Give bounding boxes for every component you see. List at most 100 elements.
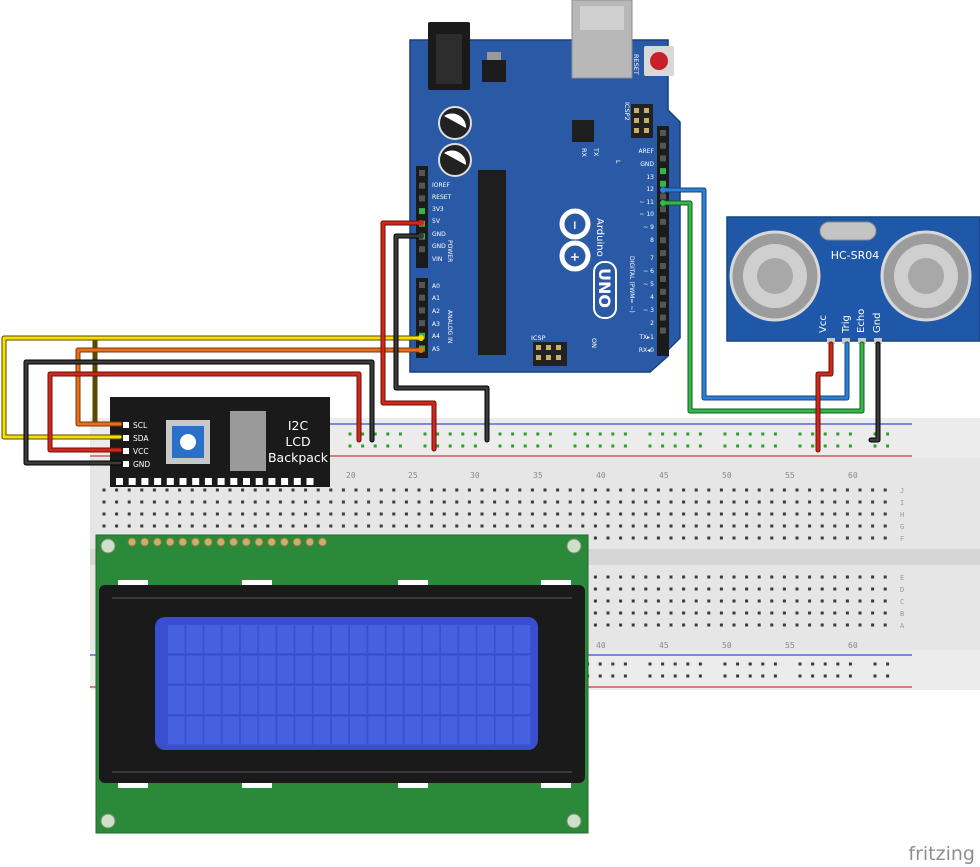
breadboard-hole (644, 611, 648, 615)
header-pin (419, 282, 425, 288)
breadboard-hole (165, 524, 169, 528)
rail-hole (873, 662, 877, 666)
rail-hole (873, 674, 877, 678)
bezel-clip (398, 782, 428, 788)
breadboard-hole (392, 500, 396, 504)
column-number: 35 (533, 471, 543, 480)
breadboard-hole (770, 599, 774, 603)
header-pin (419, 307, 425, 314)
breadboard-hole (745, 599, 749, 603)
rail-hole (536, 444, 540, 448)
backpack-title-line: Backpack (268, 450, 329, 465)
wire-vcc-red (48, 372, 361, 452)
column-number: 40 (596, 641, 606, 650)
breadboard-hole (581, 524, 585, 528)
breadboard-hole (707, 524, 711, 528)
breadboard-hole (417, 488, 421, 492)
header-pin (660, 314, 666, 321)
breadboard-hole (190, 488, 194, 492)
character-cell (259, 625, 276, 653)
breadboard-hole (883, 500, 887, 504)
i2c-backpack: I2C LCD Backpack SCL SDA VCC GND (110, 397, 330, 487)
wire-echo-green (661, 201, 864, 413)
rail-hole (348, 432, 352, 436)
rail-hole (723, 432, 727, 436)
rail-hole (686, 662, 690, 666)
breadboard-hole (505, 512, 509, 516)
breadboard-hole (102, 524, 106, 528)
breadboard-hole (871, 599, 875, 603)
character-cell (459, 716, 476, 745)
breadboard-hole (455, 512, 459, 516)
breadboard-hole (795, 488, 799, 492)
breadboard-hole (845, 536, 849, 540)
bezel-clip (118, 580, 148, 586)
icsp2-pin (644, 108, 649, 113)
breadboard-hole (820, 611, 824, 615)
wire-5v-red (381, 221, 436, 451)
header-pad (229, 537, 239, 547)
rail-hole (673, 674, 677, 678)
character-cell (386, 655, 403, 684)
rx-label: RX (580, 148, 588, 158)
breadboard-hole (808, 623, 812, 627)
breadboard-hole (152, 524, 156, 528)
breadboard-hole (190, 500, 194, 504)
breadboard-hole (656, 536, 660, 540)
breadboard-hole (782, 536, 786, 540)
header-pin (293, 478, 301, 485)
header-pin (660, 155, 666, 162)
breadboard-hole (304, 512, 308, 516)
character-cell (313, 686, 331, 714)
breadboard-hole (694, 500, 698, 504)
breadboard-hole (329, 512, 333, 516)
character-cell (331, 625, 349, 653)
header-pin (660, 288, 666, 295)
breadboard-hole (656, 500, 660, 504)
breadboard-hole (493, 500, 497, 504)
character-cell (422, 625, 440, 653)
reset-button (650, 52, 668, 70)
breadboard-hole (795, 500, 799, 504)
rail-hole (423, 432, 427, 436)
rail-hole (611, 674, 615, 678)
rail-hole (611, 444, 615, 448)
header-pin (660, 193, 666, 200)
fritzing-watermark: fritzing (908, 843, 975, 865)
breadboard-hole (631, 575, 635, 579)
header-pin (660, 263, 666, 269)
breadboard-hole (682, 512, 686, 516)
breadboard-hole (745, 611, 749, 615)
rail-hole (698, 444, 702, 448)
character-cell (168, 655, 185, 684)
breadboard-hole (215, 524, 219, 528)
breadboard-hole (644, 512, 648, 516)
breadboard-hole (102, 488, 106, 492)
icsp-pin (556, 355, 561, 360)
header-pin (419, 195, 425, 202)
rail-hole (648, 662, 652, 666)
pin-label: AREF (638, 148, 654, 155)
wires (1, 187, 881, 466)
breadboard-hole (795, 587, 799, 591)
breadboard-hole (631, 536, 635, 540)
breadboard-hole (656, 623, 660, 627)
character-cell (331, 716, 349, 745)
breadboard-hole (808, 599, 812, 603)
row-letter: I (900, 499, 904, 507)
breadboard-hole (719, 500, 723, 504)
tx-label: TX (592, 147, 600, 157)
power-pin-labels: IOREF RESET 3V3 5V GND GND VIN (432, 182, 452, 263)
breadboard-hole (808, 500, 812, 504)
pin-label: ~ 11 (639, 199, 654, 206)
breadboard-hole (757, 611, 761, 615)
lcd-character-cells (168, 625, 531, 745)
breadboard-hole (127, 488, 131, 492)
breadboard-hole (228, 512, 232, 516)
breadboard-hole (833, 488, 837, 492)
character-cell (459, 655, 476, 684)
rail-hole (386, 432, 390, 436)
breadboard-hole (656, 599, 660, 603)
wire-end (418, 220, 424, 226)
breadboard-hole (505, 500, 509, 504)
